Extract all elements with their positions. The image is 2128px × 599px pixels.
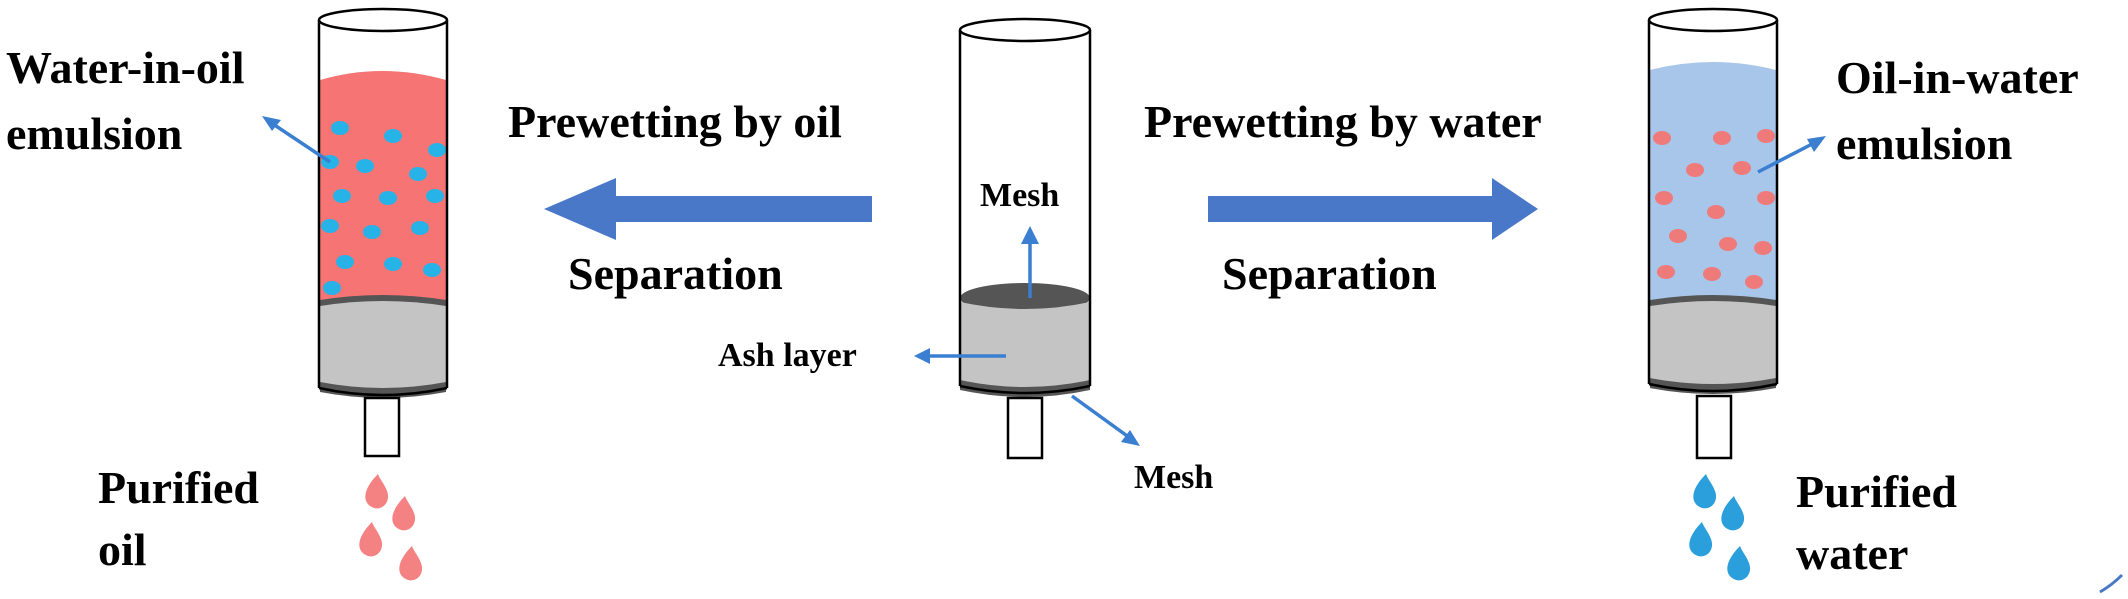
oil-in-water-label-line2: emulsion <box>1836 118 2013 169</box>
left-column <box>262 7 449 581</box>
center-bottom-mesh <box>960 380 1090 397</box>
water-in-oil-label-line2: emulsion <box>6 108 183 159</box>
purified-oil-label-line2: oil <box>98 524 147 575</box>
right-emulsion-pointer-icon <box>1807 136 1826 152</box>
corner-mark-icon <box>2099 573 2124 594</box>
water-in-oil-label-line1: Water-in-oil <box>6 42 245 93</box>
right-outlet <box>1695 394 1733 460</box>
prewet-oil-label: Prewetting by oil <box>508 96 842 147</box>
left-water-droplets <box>321 121 446 295</box>
right-water-emulsion <box>1650 62 1776 300</box>
center-ash-layer <box>960 302 1090 389</box>
right-process-arrow-icon <box>1208 178 1538 240</box>
right-ash-layer <box>1650 301 1776 386</box>
left-process-arrow-icon <box>544 178 872 240</box>
separation-left-label: Separation <box>568 248 783 299</box>
mesh-top-label: Mesh <box>980 177 1060 214</box>
left-oil-emulsion <box>320 71 446 300</box>
center-column <box>914 17 1140 460</box>
prewet-water-label: Prewetting by water <box>1144 96 1542 147</box>
right-column <box>1647 7 1826 581</box>
mesh-top-pointer-icon <box>1021 226 1039 244</box>
center-outlet <box>1006 396 1044 460</box>
separation-right-label: Separation <box>1222 248 1437 299</box>
oil-in-water-label-line1: Oil-in-water <box>1836 52 2079 103</box>
mesh-bottom-label: Mesh <box>1134 459 1214 496</box>
right-oil-droplets <box>1653 129 1775 289</box>
purified-water-label-line2: water <box>1796 528 1909 579</box>
oil-drops-icon <box>359 474 423 581</box>
center-top-mesh <box>960 283 1090 313</box>
purified-oil-label-line1: Purified <box>98 462 259 513</box>
water-drops-icon <box>1689 474 1751 581</box>
left-ash-layer <box>320 301 446 390</box>
left-emulsion-pointer-icon <box>262 116 281 131</box>
left-outlet <box>363 396 401 458</box>
purified-water-label-line1: Purified <box>1796 466 1957 517</box>
ash-layer-label: Ash layer <box>718 337 857 374</box>
mesh-bottom-pointer-icon <box>1121 430 1140 446</box>
ash-layer-pointer-icon <box>914 348 930 364</box>
